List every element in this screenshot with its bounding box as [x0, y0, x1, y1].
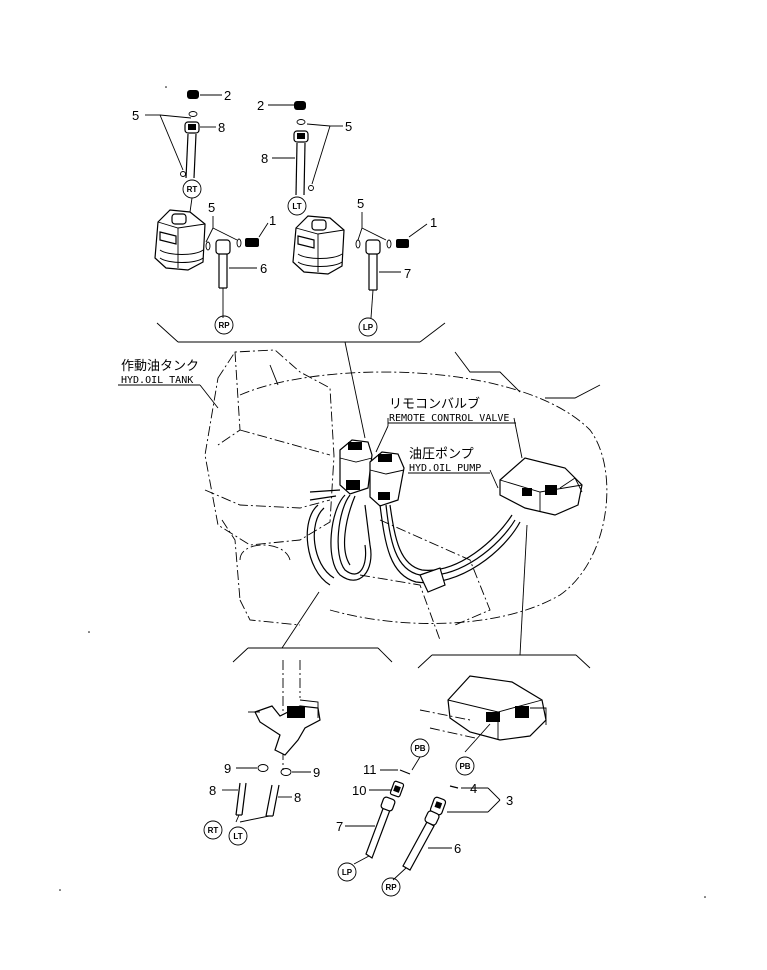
lp-marker	[337, 862, 357, 882]
callout-2: 2	[224, 88, 231, 103]
callout-6: 6	[260, 261, 267, 276]
svg-text:LP: LP	[342, 868, 353, 877]
callout-7: 7	[404, 266, 411, 281]
callout-5b: 5	[357, 196, 364, 211]
pilot-hoses	[306, 489, 521, 593]
svg-text:PB: PB	[459, 762, 470, 771]
callout-8: 8	[218, 120, 225, 135]
pb-marker-2	[455, 756, 475, 776]
callout-8a: 8	[209, 783, 216, 798]
callout-8: 8	[261, 151, 268, 166]
callout-5b: 5	[208, 200, 215, 215]
top-right-assembly: 2 8 5 LT 5 1	[257, 98, 437, 337]
svg-text:RP: RP	[218, 321, 230, 330]
callout-9b: 9	[313, 765, 320, 780]
lp-marker	[358, 317, 378, 337]
hyd-oil-pump	[499, 457, 583, 516]
plug-part	[245, 238, 259, 247]
remote-valve-right	[154, 209, 206, 271]
bottom-right-assembly: PB PB 11 10 4 3 7 LP 6 RP	[336, 675, 547, 897]
callout-6: 6	[454, 841, 461, 856]
svg-text:RT: RT	[187, 185, 198, 194]
svg-text:RT: RT	[208, 826, 219, 835]
rt-marker	[203, 820, 223, 840]
hyd-oil-tank	[204, 349, 491, 641]
pump-label-jp: 油圧ポンプ	[409, 446, 474, 461]
callout-11: 11	[363, 762, 377, 777]
callout-3: 3	[506, 793, 513, 808]
callout-2: 2	[257, 98, 264, 113]
pump-label-en: HYD.OIL PUMP	[409, 463, 481, 474]
callout-1: 1	[269, 213, 276, 228]
cap-part	[187, 90, 199, 99]
callout-5: 5	[132, 108, 139, 123]
remote-valve-label-en: REMOTE CONTROL VALVE	[389, 413, 509, 424]
svg-text:LP: LP	[363, 323, 374, 332]
remote-valve-left	[292, 215, 345, 275]
hyd-tank-label-en: HYD.OIL TANK	[121, 375, 193, 386]
svg-text:RP: RP	[385, 883, 397, 892]
callout-8b: 8	[294, 790, 301, 805]
svg-text:LT: LT	[292, 202, 301, 211]
callout-7: 7	[336, 819, 343, 834]
top-left-assembly: 2 8 5 RT 5	[132, 88, 276, 335]
main-machine-view	[118, 322, 608, 669]
svg-text:LT: LT	[233, 832, 242, 841]
callout-4: 4	[470, 781, 477, 796]
bottom-left-assembly: 9 9 8 8 RT LT	[203, 660, 321, 846]
callout-9a: 9	[224, 761, 231, 776]
hyd-tank-label-jp: 作動油タンク	[121, 358, 199, 373]
rp-marker	[381, 877, 401, 897]
callout-5: 5	[345, 119, 352, 134]
lt-marker	[228, 826, 248, 846]
lt-marker	[287, 196, 307, 216]
remote-valve-label-jp: リモコンバルブ	[389, 396, 480, 411]
svg-text:PB: PB	[414, 744, 425, 753]
pump-detail	[447, 675, 547, 741]
rp-marker	[214, 315, 234, 335]
callout-10: 10	[352, 783, 366, 798]
remote-control-valve-pair	[339, 439, 405, 507]
callout-1: 1	[430, 215, 437, 230]
